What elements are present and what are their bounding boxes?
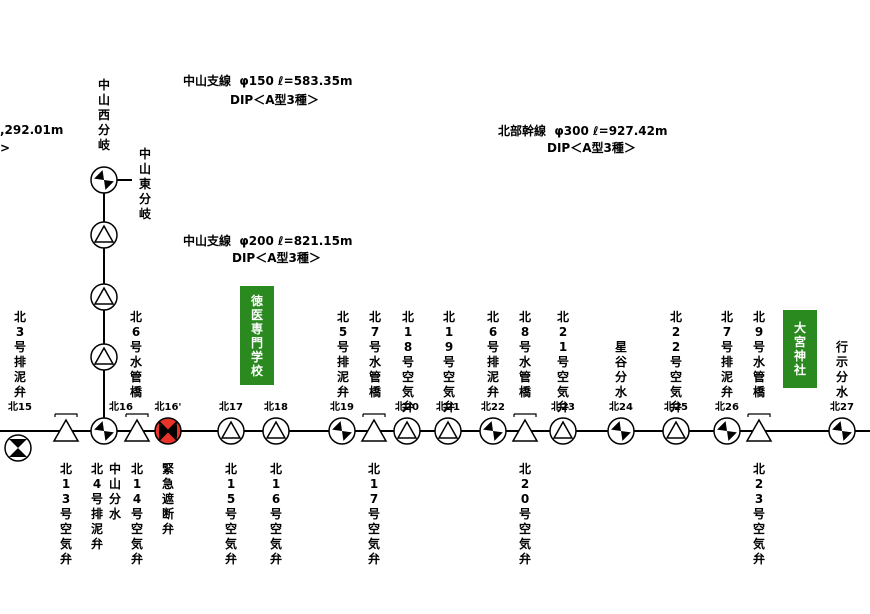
label-below: 北23号空気弁: [752, 462, 765, 566]
air-valve-n21: [434, 417, 462, 445]
node-label: 北17: [219, 402, 243, 413]
label-above: 北7号水管橋: [368, 310, 381, 399]
node-label: 北22: [481, 402, 505, 413]
division-icon-n16: [90, 417, 118, 445]
pipeline-spec: φ200 ℓ=821.15m: [239, 234, 353, 248]
label-below: 中山分水: [108, 462, 121, 521]
pipeline-name: 北部幹線: [498, 124, 547, 138]
pipeline-material-2: DIP＜A型3種＞: [232, 251, 321, 265]
node-label: 北23: [551, 402, 575, 413]
air-valve-symbol-branch-2: [90, 283, 118, 311]
division-icon-n24: [607, 417, 635, 445]
label-below: 北17号空気弁: [367, 462, 380, 566]
air-valve-n13: [52, 413, 80, 442]
air-valve-n20: [393, 417, 421, 445]
branch-label-west: 中山西分岐: [97, 78, 110, 152]
air-valve-n14: [123, 413, 151, 442]
label-above: 北8号水管橋: [518, 310, 531, 399]
pipeline-spec: φ150 ℓ=583.35m: [239, 74, 353, 88]
label-below: 北20号空気弁: [518, 462, 531, 566]
label-below: 北13号空気弁: [59, 462, 72, 566]
node-label: 北16: [109, 402, 133, 413]
label-above: 行示分水: [835, 340, 848, 399]
node-label: 北24: [609, 402, 633, 413]
label-above: 北6号排泥弁: [486, 310, 499, 399]
air-valve-symbol-branch-1: [90, 221, 118, 249]
air-valve-symbol-branch-3: [90, 343, 118, 371]
label-below: 北14号空気弁: [130, 462, 143, 566]
air-valve-n23: [549, 417, 577, 445]
node-label: 北16': [154, 402, 182, 413]
division-icon-n27: [828, 417, 856, 445]
label-above: 北3号排泥弁: [13, 310, 26, 399]
label-above: 北7号排泥弁: [720, 310, 733, 399]
landmark-label: 大宮神社: [793, 321, 806, 377]
node-label: 北21: [436, 402, 460, 413]
valve-bowtie-icon-n15: [4, 434, 32, 462]
label-below: 北15号空気弁: [224, 462, 237, 566]
pipeline-label-cut: ,292.01m: [0, 123, 64, 137]
drain-valve-symbol-branch-top: [90, 166, 118, 194]
label-below: 北4号排泥弁: [90, 462, 103, 551]
label-above: 北18号空気弁: [401, 310, 414, 414]
label-below: 北16号空気弁: [269, 462, 282, 566]
drain-valve-n22: [479, 417, 507, 445]
air-valve-n17b: [360, 413, 388, 442]
node-label: 北27: [830, 402, 854, 413]
landmark-shrine: 大宮神社: [783, 310, 817, 388]
pipeline-name: 中山支線: [183, 234, 232, 248]
pipeline-material-cut: >: [0, 141, 11, 155]
pipeline-material-0: DIP＜A型3種＞: [230, 93, 319, 107]
pipeline-label-nakayama-150: 中山支線 φ150 ℓ=583.35m: [183, 74, 353, 88]
node-label: 北18: [264, 402, 288, 413]
node-label: 北25: [664, 402, 688, 413]
drain-valve-n26: [713, 417, 741, 445]
label-below: 緊急遮断弁: [161, 462, 174, 536]
label-above: 北19号空気弁: [442, 310, 455, 414]
pipeline-label-hokubu: 北部幹線 φ300 ℓ=927.42m: [498, 124, 668, 138]
node-label: 北19: [330, 402, 354, 413]
label-above: 北6号水管橋: [129, 310, 142, 399]
branch-label-east: 中山東分岐: [138, 147, 151, 221]
node-label: 北15: [8, 402, 32, 413]
air-valve-n18: [262, 417, 290, 445]
drain-valve-n19: [328, 417, 356, 445]
label-above: 北21号空気弁: [556, 310, 569, 414]
label-above: 北5号排泥弁: [336, 310, 349, 399]
pipeline-material-1: DIP＜A型3種＞: [547, 141, 636, 155]
pipeline-spec: φ300 ℓ=927.42m: [554, 124, 668, 138]
label-above: 星谷分水: [614, 340, 627, 399]
landmark-school: 徳医専門学校: [240, 286, 274, 385]
emergency-shutoff-icon: [154, 417, 182, 445]
pipeline-name: 中山支線: [183, 74, 232, 88]
pipeline-label-nakayama-200: 中山支線 φ200 ℓ=821.15m: [183, 234, 353, 248]
air-valve-n23b: [745, 413, 773, 442]
node-label: 北20: [395, 402, 419, 413]
label-above: 北22号空気弁: [669, 310, 682, 414]
node-label: 北26: [715, 402, 739, 413]
air-valve-n20b: [511, 413, 539, 442]
label-above: 北9号水管橋: [752, 310, 765, 399]
landmark-label: 徳医専門学校: [250, 293, 263, 378]
air-valve-n25: [662, 417, 690, 445]
air-valve-n17: [217, 417, 245, 445]
